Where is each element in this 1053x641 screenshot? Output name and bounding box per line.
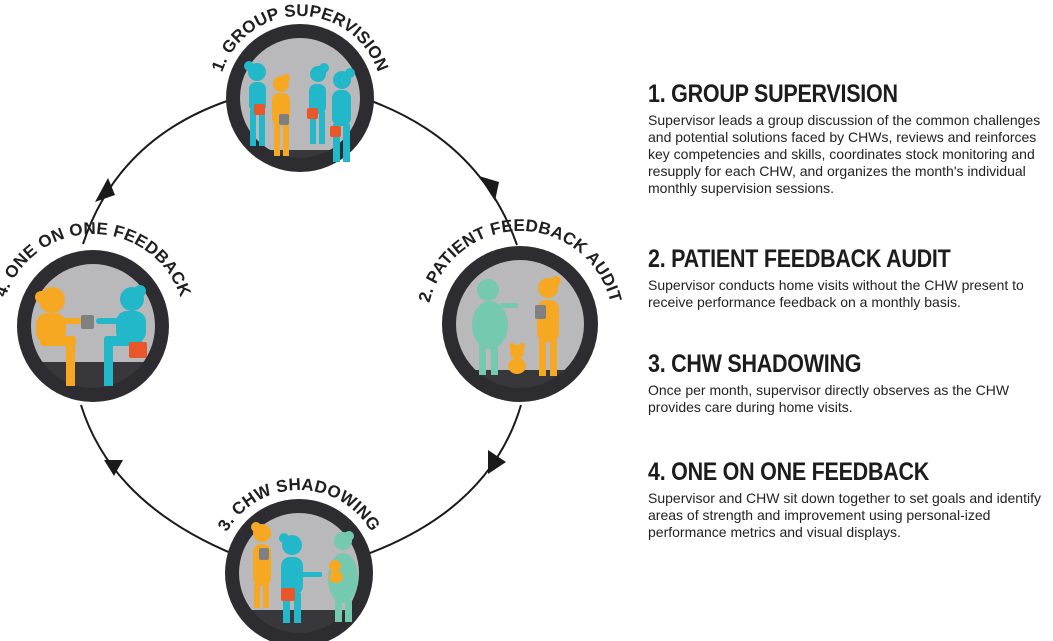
- arrowhead-4-to-1: [95, 178, 115, 202]
- supervision-cycle-diagram: 1. GROUP SUPERVISION: [0, 1, 625, 641]
- step-title: 4. ONE ON ONE FEEDBACK: [648, 458, 930, 486]
- step-description: Once per month, supervisor directly obse…: [648, 382, 1010, 415]
- step-one-on-one-feedback: 4. ONE ON ONE FEEDBACK Supervisor and CH…: [648, 458, 1048, 541]
- cycle-connectors: [80, 98, 522, 557]
- supervisor-and-chw-seated-figures-icon: [35, 285, 147, 386]
- node-floor: [240, 150, 360, 158]
- connector-3-to-4: [80, 404, 239, 557]
- node-patient-feedback-audit: 2. PATIENT FEEDBACK AUDIT: [415, 216, 625, 402]
- steps-list: 1. GROUP SUPERVISION Supervisor leads a …: [648, 0, 1048, 641]
- step-title: 2. PATIENT FEEDBACK AUDIT: [648, 245, 951, 273]
- node-chw-shadowing: 3. CHW SHADOWING: [214, 475, 384, 641]
- supervisor-chw-patient-figures-icon: [251, 522, 358, 623]
- arrowhead-1-to-2: [479, 176, 499, 201]
- step-group-supervision: 1. GROUP SUPERVISION Supervisor leads a …: [648, 80, 1048, 197]
- patient-and-supervisor-figures-icon: [472, 276, 561, 376]
- node-one-on-one-feedback: 4. ONE ON ONE FEEDBACK: [0, 219, 195, 402]
- connector-4-to-1: [82, 99, 231, 245]
- connector-2-to-3: [361, 404, 522, 557]
- connector-1-to-2: [365, 98, 518, 246]
- step-title: 3. CHW SHADOWING: [648, 350, 862, 378]
- arrowhead-2-to-3: [488, 450, 506, 474]
- chw-group-figures-icon: [244, 61, 355, 162]
- step-description: Supervisor and CHW sit down together to …: [648, 490, 1041, 540]
- step-title: 1. GROUP SUPERVISION: [648, 80, 898, 108]
- node-group-supervision: 1. GROUP SUPERVISION: [208, 1, 392, 172]
- arrowhead-3-to-4: [104, 460, 123, 476]
- step-description: Supervisor leads a group discussion of t…: [648, 112, 1041, 196]
- step-patient-feedback-audit: 2. PATIENT FEEDBACK AUDIT Supervisor con…: [648, 245, 1048, 311]
- step-description: Supervisor conducts home visits without …: [648, 277, 1024, 310]
- cycle-arrowheads: [95, 176, 506, 476]
- step-chw-shadowing: 3. CHW SHADOWING Once per month, supervi…: [648, 350, 1048, 416]
